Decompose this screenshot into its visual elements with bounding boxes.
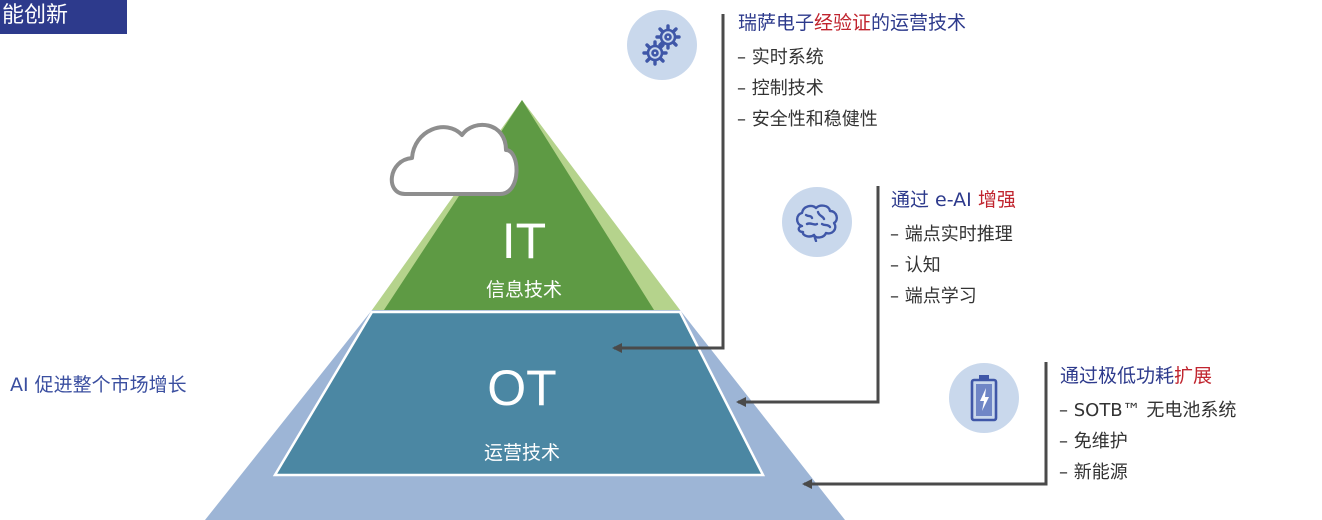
ot-sublabel: 运营技术: [484, 442, 560, 464]
battery-icon: [949, 363, 1019, 433]
it-sublabel: 信息技术: [486, 279, 562, 301]
feature-title-eai: 通过 e-AI 增强: [891, 185, 1016, 212]
list-item: – 新能源: [1059, 462, 1128, 483]
it-label: IT: [502, 213, 546, 269]
feature-list-ot: – 实时系统 – 控制技术 – 安全性和稳健性: [737, 42, 878, 135]
list-item: – 实时系统: [737, 47, 824, 68]
list-item: – 安全性和稳健性: [737, 109, 878, 130]
feature-title-power: 通过极低功耗扩展: [1060, 361, 1212, 388]
title-prefix: 瑞萨电子: [738, 12, 815, 34]
connector-3: [802, 362, 1048, 489]
list-item: – 认知: [890, 255, 941, 276]
connector-2: [736, 186, 880, 407]
brain-icon: [782, 187, 852, 257]
feature-list-eai: – 端点实时推理 – 认知 – 端点学习: [890, 219, 1013, 312]
cloud-icon: [389, 122, 519, 196]
title-highlight: 增强: [977, 189, 1016, 211]
list-item: – 端点实时推理: [890, 224, 1013, 245]
list-item: – 端点学习: [890, 286, 977, 307]
title-highlight: 扩展: [1174, 365, 1213, 387]
list-item: – SOTB™ 无电池系统: [1059, 400, 1237, 421]
list-item: – 控制技术: [737, 78, 824, 99]
title-suffix: 的运营技术: [871, 12, 967, 34]
connector-1: [612, 14, 725, 353]
ot-trapezoid: [272, 310, 766, 477]
ot-label: OT: [487, 360, 556, 416]
feature-title-ot: 瑞萨电子经验证的运营技术: [738, 8, 966, 35]
list-item: – 免维护: [1059, 431, 1128, 452]
feature-list-power: – SOTB™ 无电池系统 – 免维护 – 新能源: [1059, 395, 1236, 488]
section-tag: 能创新: [0, 0, 127, 34]
title-highlight: 经验证: [814, 12, 872, 34]
gears-icon: [627, 10, 697, 80]
title-prefix: 通过极低功耗: [1060, 365, 1175, 387]
market-growth-note: AI 促进整个市场增长: [10, 374, 187, 396]
it-triangle: [384, 100, 654, 310]
title-prefix: 通过 e-AI: [891, 189, 978, 211]
